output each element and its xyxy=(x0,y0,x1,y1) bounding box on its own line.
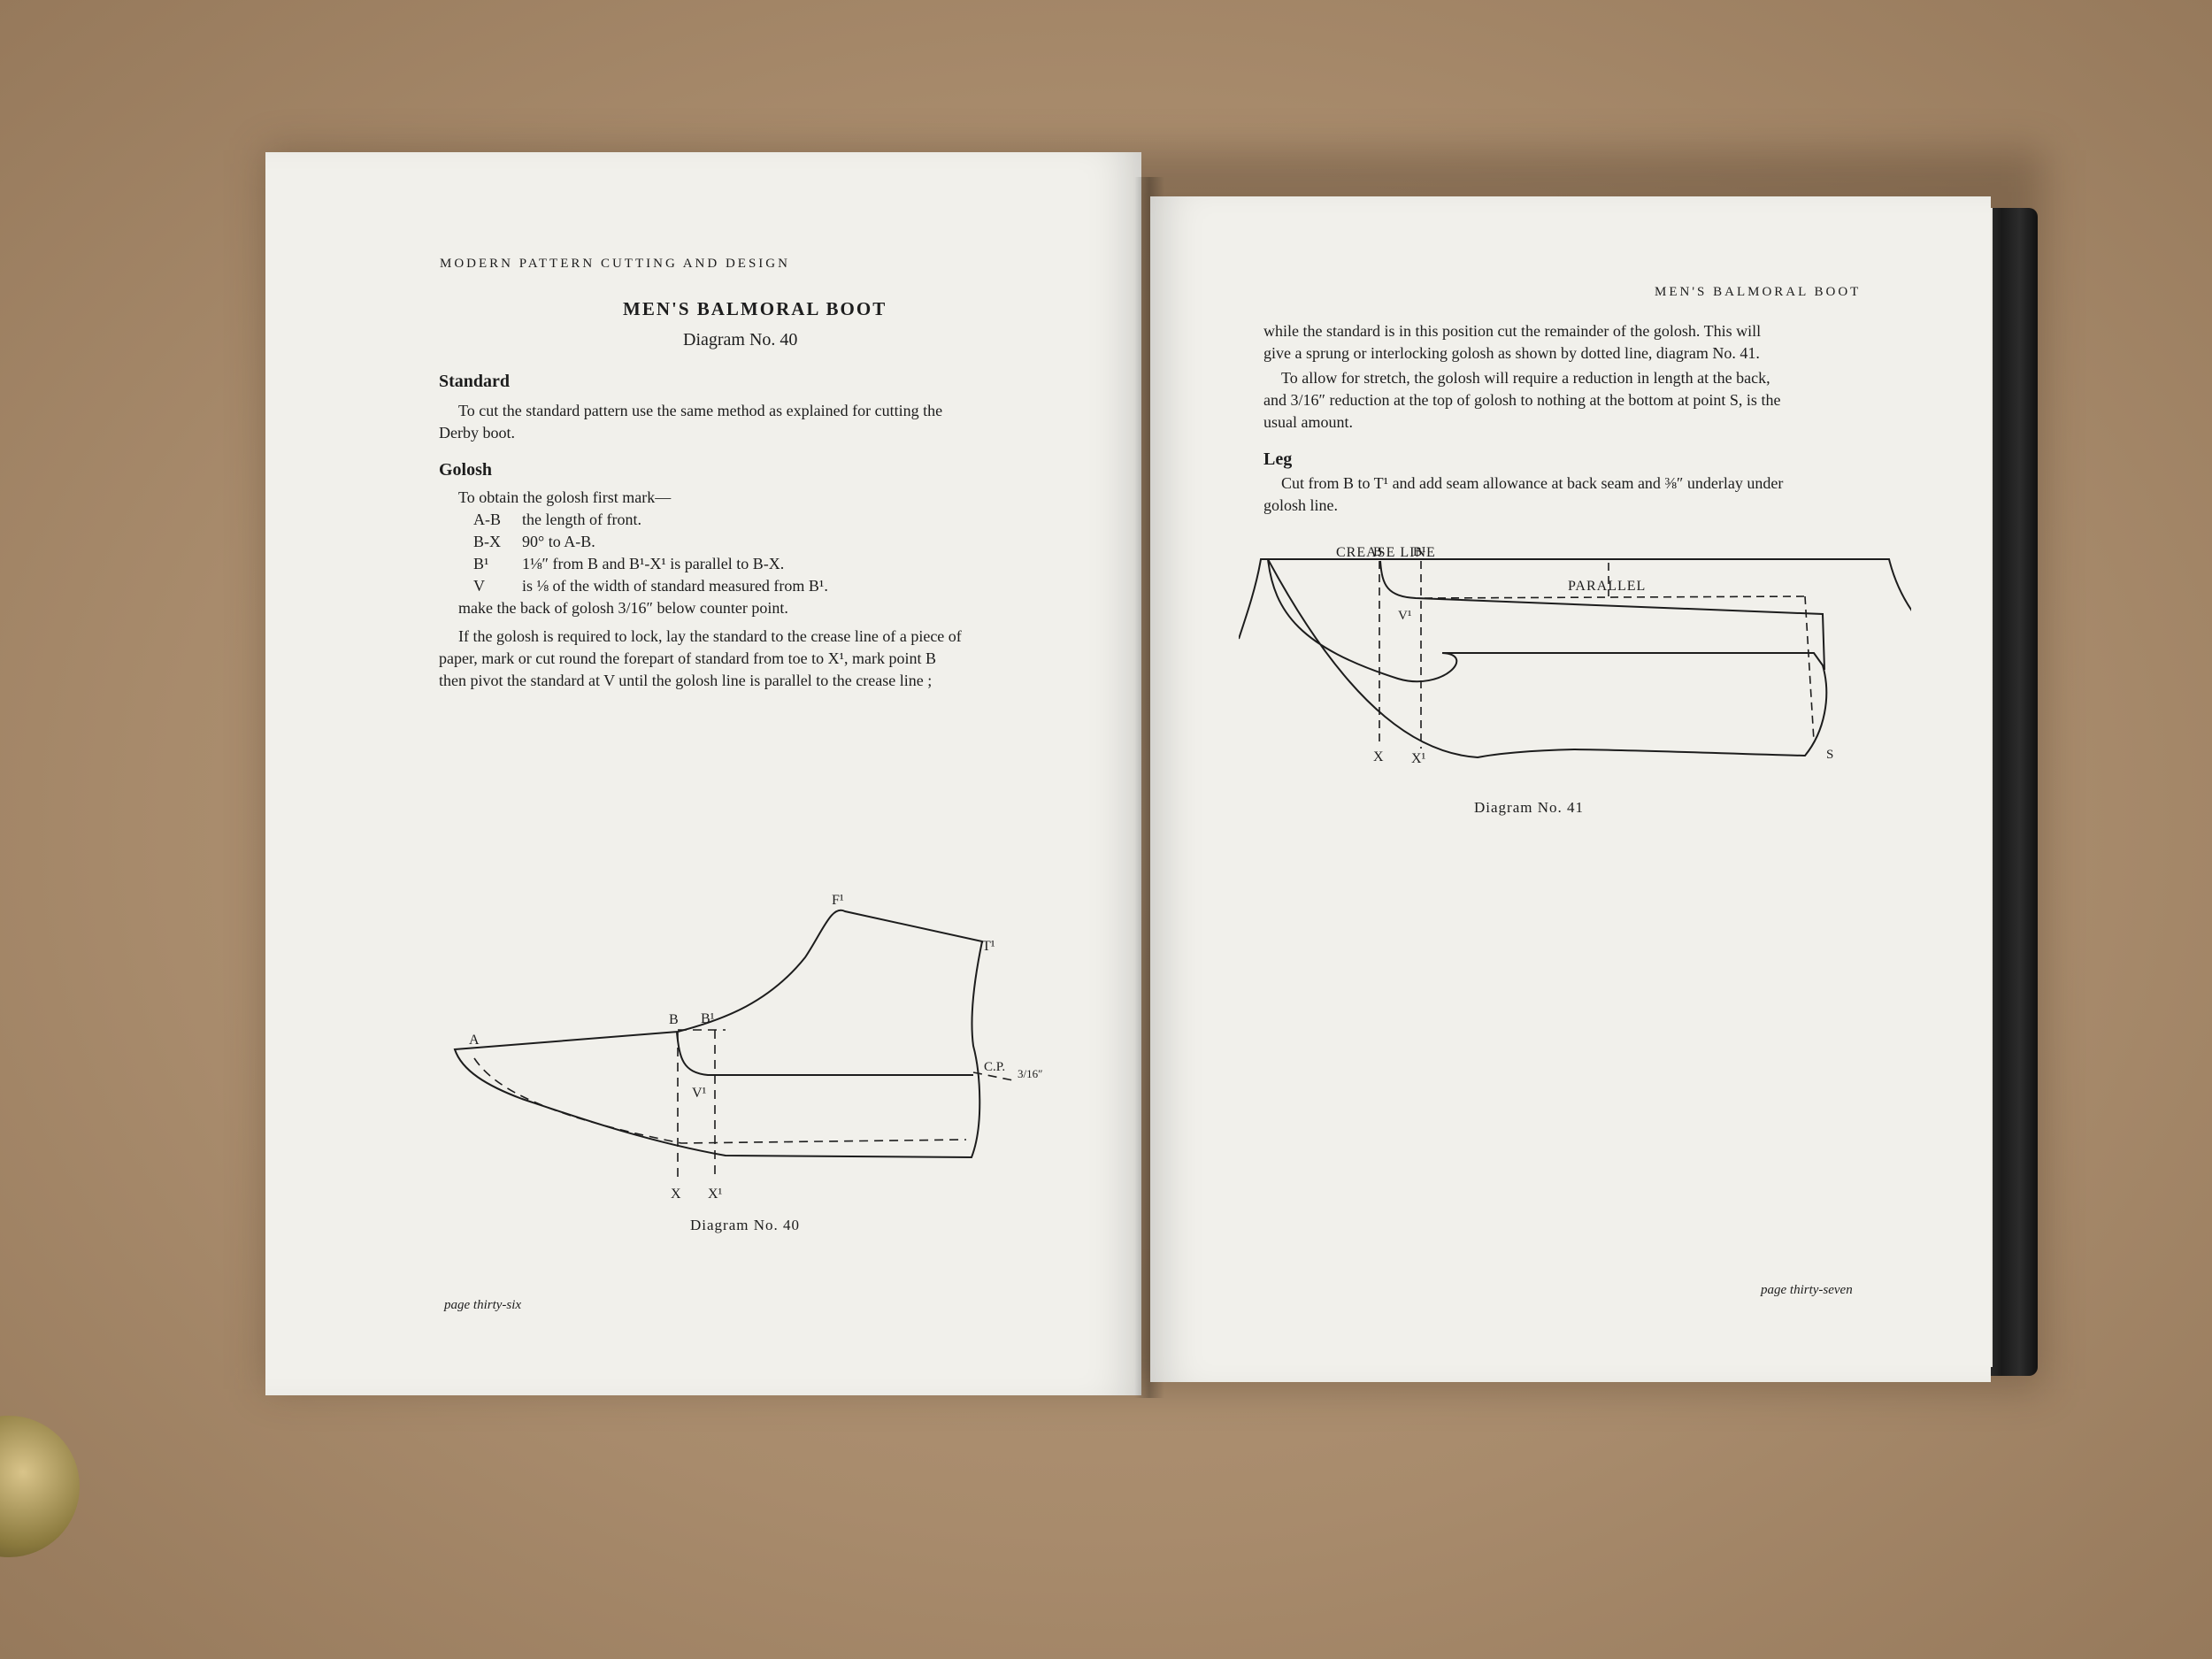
label-cp: C.P. xyxy=(984,1060,1005,1074)
label-crease-line: CREASE LINE xyxy=(1336,545,1436,560)
crease-line-edge xyxy=(1239,558,1911,640)
golosh-outline xyxy=(1267,558,1828,759)
item-key: B¹ xyxy=(473,555,489,572)
folio-right: page thirty-seven xyxy=(1761,1283,1853,1297)
label-x1: X¹ xyxy=(1411,751,1426,766)
caption-diagram-40: Diagram No. 40 xyxy=(690,1217,800,1233)
golosh-list: A-B the length of front. B-X 90° to A-B. B… xyxy=(473,509,828,597)
golosh-curve xyxy=(1379,560,1825,671)
label-fraction: 3/16″ xyxy=(1018,1067,1043,1080)
caption-diagram-41: Diagram No. 41 xyxy=(1474,799,1584,816)
label-b1: B¹ xyxy=(1413,545,1426,559)
cp-offset xyxy=(972,1071,1018,1082)
leg-heading: Leg xyxy=(1263,449,1293,469)
left-page: Modern Pattern Cutting and Design MEN'S … xyxy=(265,152,1141,1395)
label-s: S xyxy=(1826,748,1833,762)
golosh-heading: Golosh xyxy=(439,460,493,480)
item-key: B-X xyxy=(473,533,501,550)
page-title: MEN'S BALMORAL BOOT xyxy=(623,298,887,319)
label-x: X xyxy=(671,1187,681,1202)
item-key: V xyxy=(473,577,485,595)
dotted-golosh-top xyxy=(1424,595,1806,599)
golosh-para-3: then pivot the standard at V until the g… xyxy=(439,672,933,689)
label-parallel: PARALLEL xyxy=(1568,579,1646,594)
golosh-last-line: make the back of golosh 3/16″ below coun… xyxy=(458,599,788,617)
standard-heading: Standard xyxy=(439,372,511,391)
golosh-line xyxy=(676,1032,973,1076)
leg-text-1: Cut from B to T¹ and add seam allowance … xyxy=(1281,474,1784,492)
label-x1: X¹ xyxy=(708,1187,723,1202)
right-para-2: give a sprung or interlocking golosh as … xyxy=(1263,344,1760,362)
diagram-40: A B B¹ F¹ T¹ C.P. 3/16″ V¹ X X¹ Diagram … xyxy=(453,893,1043,1233)
golosh-para-2: paper, mark or cut round the forepart of… xyxy=(439,649,937,667)
standard-text-2: Derby boot. xyxy=(439,424,515,442)
page-subtitle: Diagram No. 40 xyxy=(683,330,798,349)
item-key: A-B xyxy=(473,511,501,528)
boot-outline xyxy=(453,909,984,1159)
label-v1: V¹ xyxy=(1398,609,1411,623)
brass-object xyxy=(0,1416,80,1557)
golosh-intro: To obtain the golosh first mark— xyxy=(458,488,672,506)
item-text: is ⅛ of the width of standard measured f… xyxy=(522,577,828,595)
standard-text-1: To cut the standard pattern use the same… xyxy=(458,402,943,419)
right-para-5: usual amount. xyxy=(1263,413,1353,431)
right-para-4: and 3/16″ reduction at the top of golosh… xyxy=(1263,391,1781,409)
leg-text-2: golosh line. xyxy=(1263,496,1338,514)
item-text: 90° to A-B. xyxy=(522,533,595,550)
diagram-41: CREASE LINE B B¹ PARALLEL V¹ X X¹ S Diag… xyxy=(1239,545,1911,816)
label-f1: F¹ xyxy=(832,893,844,908)
right-para-3: To allow for stretch, the golosh will re… xyxy=(1281,369,1770,387)
item-text: 1⅛″ from B and B¹-X¹ is parallel to B-X. xyxy=(522,555,785,572)
label-a: A xyxy=(469,1033,480,1048)
label-b1: B¹ xyxy=(701,1011,715,1026)
label-t1: T¹ xyxy=(982,939,995,954)
label-b: B xyxy=(1373,545,1382,559)
right-para-1: while the standard is in this position c… xyxy=(1263,322,1762,340)
golosh-list-item: B¹ 1⅛″ from B and B¹-X¹ is parallel to B-… xyxy=(473,553,828,575)
folio-left: page thirty-six xyxy=(444,1298,522,1312)
running-head-right: Men's Balmoral Boot xyxy=(1655,285,1862,299)
right-page: Men's Balmoral Boot while the standard i… xyxy=(1150,196,1991,1382)
golosh-para-1: If the golosh is required to lock, lay t… xyxy=(458,627,962,645)
running-head-left: Modern Pattern Cutting and Design xyxy=(440,257,790,271)
dotted-golosh-back xyxy=(1804,595,1815,741)
item-text: the length of front. xyxy=(522,511,641,528)
golosh-list-item: A-B the length of front. xyxy=(473,509,828,531)
label-v1: V¹ xyxy=(692,1086,707,1101)
golosh-list-item: B-X 90° to A-B. xyxy=(473,531,828,553)
label-x: X xyxy=(1373,749,1384,764)
sprung-golosh-dotted xyxy=(473,1057,967,1144)
label-b: B xyxy=(669,1012,679,1027)
